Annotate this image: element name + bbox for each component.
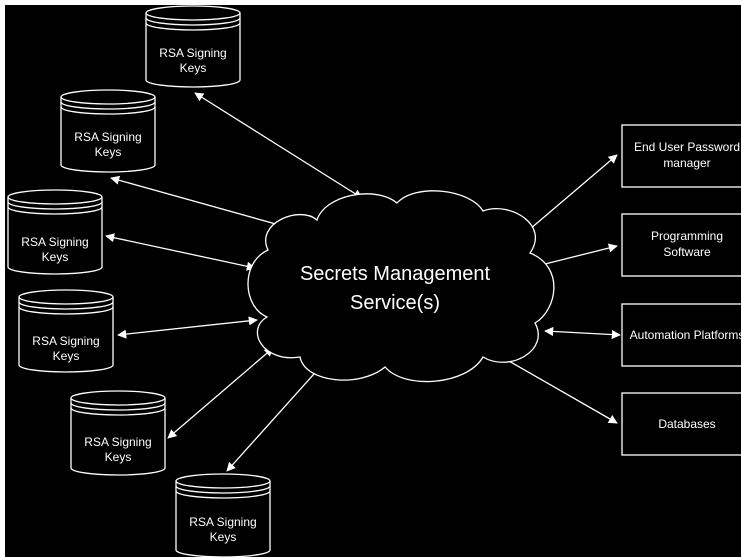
end-user-password-manager-label-line1: End User Password — [634, 140, 740, 154]
rsa-key-store-6: RSA Signing Keys — [175, 473, 271, 557]
rsa-key-store-6-label-line1: RSA Signing — [189, 515, 256, 529]
connector-db6 — [226, 354, 332, 472]
rsa-key-store-3: RSA Signing Keys — [7, 189, 103, 275]
programming-software-label-line2: Software — [663, 245, 711, 259]
rsa-key-store-3-label-line2: Keys — [42, 250, 69, 264]
rsa-key-store-6-label-line2: Keys — [210, 530, 237, 544]
rsa-key-store-1-label-line1: RSA Signing — [159, 46, 226, 60]
end-user-password-manager-box: End User Password manager — [621, 124, 741, 188]
rsa-key-store-2-label-line1: RSA Signing — [74, 130, 141, 144]
connector-db1 — [194, 92, 363, 199]
connector-r1 — [522, 154, 618, 236]
rsa-key-store-5-label-line1: RSA Signing — [84, 435, 151, 449]
rsa-key-store-1-label-line2: Keys — [180, 61, 207, 75]
automation-platforms-box: Automation Platforms — [621, 303, 741, 367]
rsa-key-store-4: RSA Signing Keys — [18, 289, 114, 373]
connector-db4 — [117, 316, 258, 339]
diagram-canvas: Secrets Management Service(s) RSA Signin… — [5, 5, 741, 557]
secrets-service-cloud: Secrets Management Service(s) — [247, 190, 555, 383]
programming-software-box: Programming Software — [621, 213, 741, 277]
cloud-label-line1: Secrets Management — [300, 263, 491, 285]
rsa-key-store-1: RSA Signing Keys — [145, 5, 241, 88]
connector-r2 — [532, 243, 618, 270]
rsa-key-store-5-label-line2: Keys — [105, 450, 132, 464]
databases-box: Databases — [621, 392, 741, 456]
end-user-password-manager-label-line2: manager — [663, 156, 710, 170]
connectors — [105, 92, 621, 472]
connector-db3 — [105, 233, 256, 271]
connector-db5 — [167, 347, 274, 439]
rsa-key-store-4-label-line2: Keys — [53, 349, 80, 363]
cloud-shape — [247, 190, 555, 383]
rsa-key-store-2: RSA Signing Keys — [60, 89, 156, 173]
rsa-key-store-2-label-line2: Keys — [95, 145, 122, 159]
programming-software-label-line1: Programming — [651, 229, 723, 243]
databases-label: Databases — [658, 417, 715, 431]
connector-r3 — [544, 326, 621, 340]
rsa-key-store-3-label-line1: RSA Signing — [21, 235, 88, 249]
automation-platforms-label: Automation Platforms — [630, 328, 741, 342]
rsa-key-store-5: RSA Signing Keys — [70, 390, 166, 476]
rsa-key-store-4-label-line1: RSA Signing — [32, 334, 99, 348]
cloud-label-line2: Service(s) — [350, 292, 440, 314]
diagram-svg: Secrets Management Service(s) RSA Signin… — [7, 5, 741, 557]
connector-r4 — [494, 352, 618, 424]
